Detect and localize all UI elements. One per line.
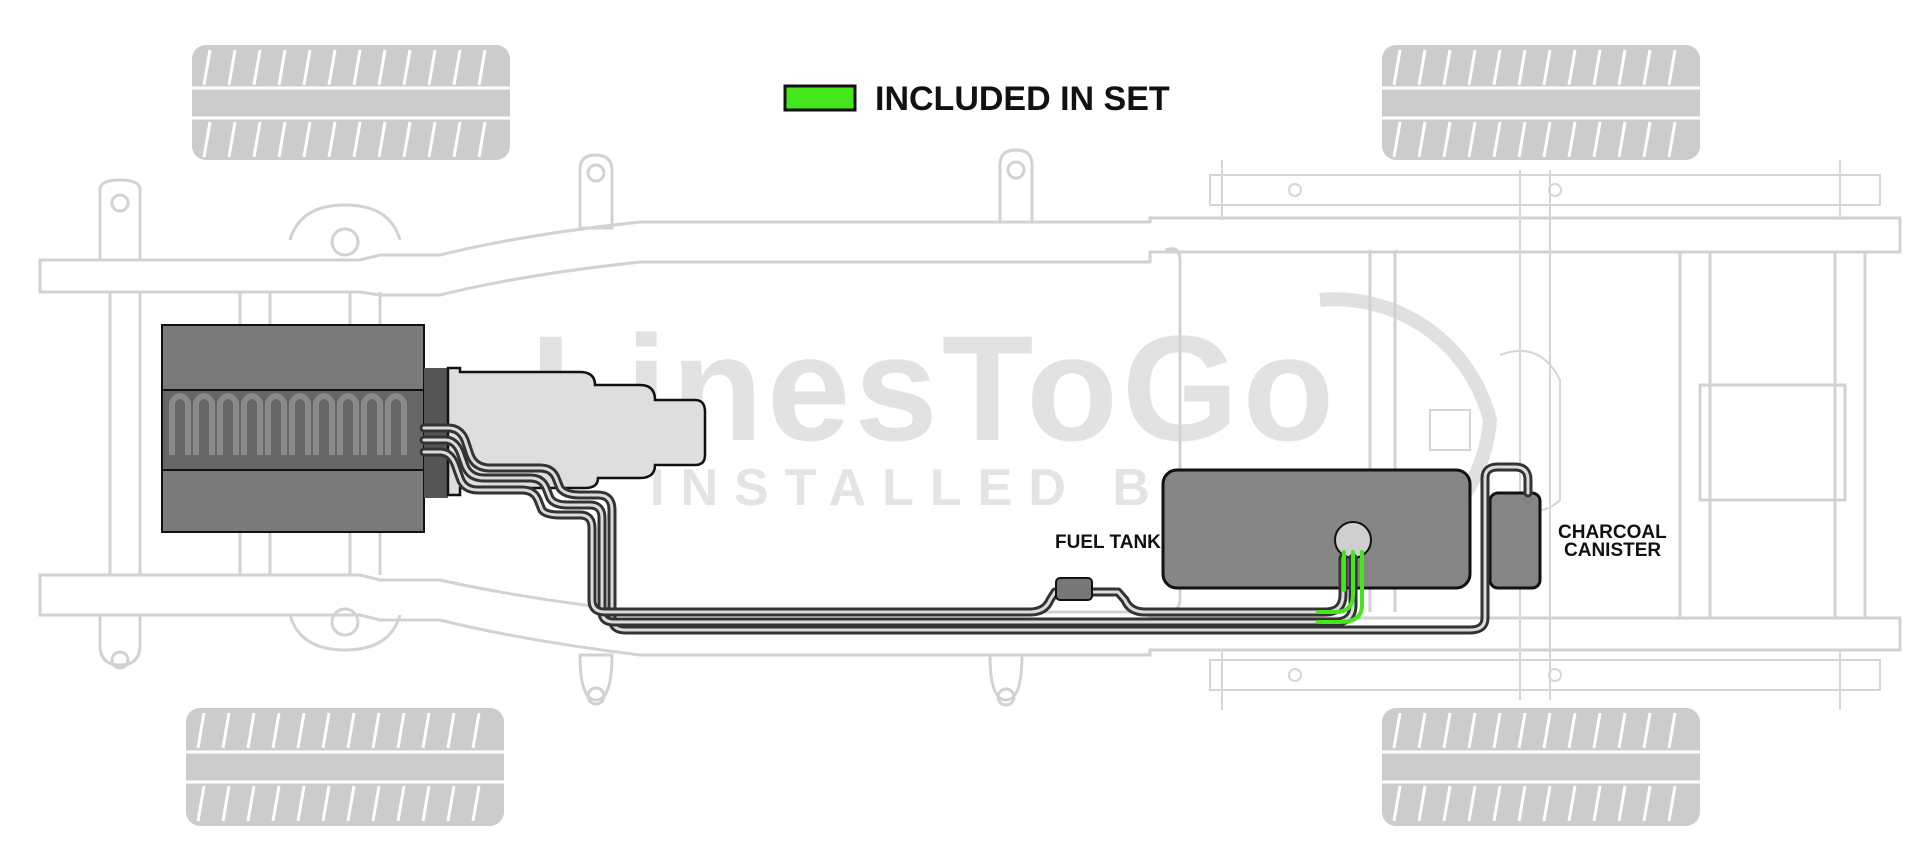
included-line-segment <box>1316 550 1364 624</box>
fuel-tank <box>1161 468 1472 590</box>
fuel-filter <box>1055 577 1093 601</box>
legend-label: INCLUDED IN SET <box>875 80 1170 118</box>
legend: INCLUDED IN SET <box>783 80 1170 118</box>
legend-swatch <box>783 84 857 112</box>
tire-rear-right <box>1382 708 1700 826</box>
charcoal-canister-label-line2: CANISTER <box>1564 540 1661 561</box>
transmission <box>446 366 707 497</box>
included-line-segment <box>1316 550 1355 614</box>
fuel-tank-label: FUEL TANK <box>1055 532 1161 553</box>
tire-front-right <box>186 708 504 826</box>
charcoal-canister <box>1488 491 1542 590</box>
charcoal-canister-label-line1: CHARCOAL <box>1558 522 1667 543</box>
tire-rear-left <box>1382 45 1700 160</box>
fuel-lines <box>419 423 1533 635</box>
tire-front-left <box>192 45 510 160</box>
engine-block <box>161 324 448 533</box>
